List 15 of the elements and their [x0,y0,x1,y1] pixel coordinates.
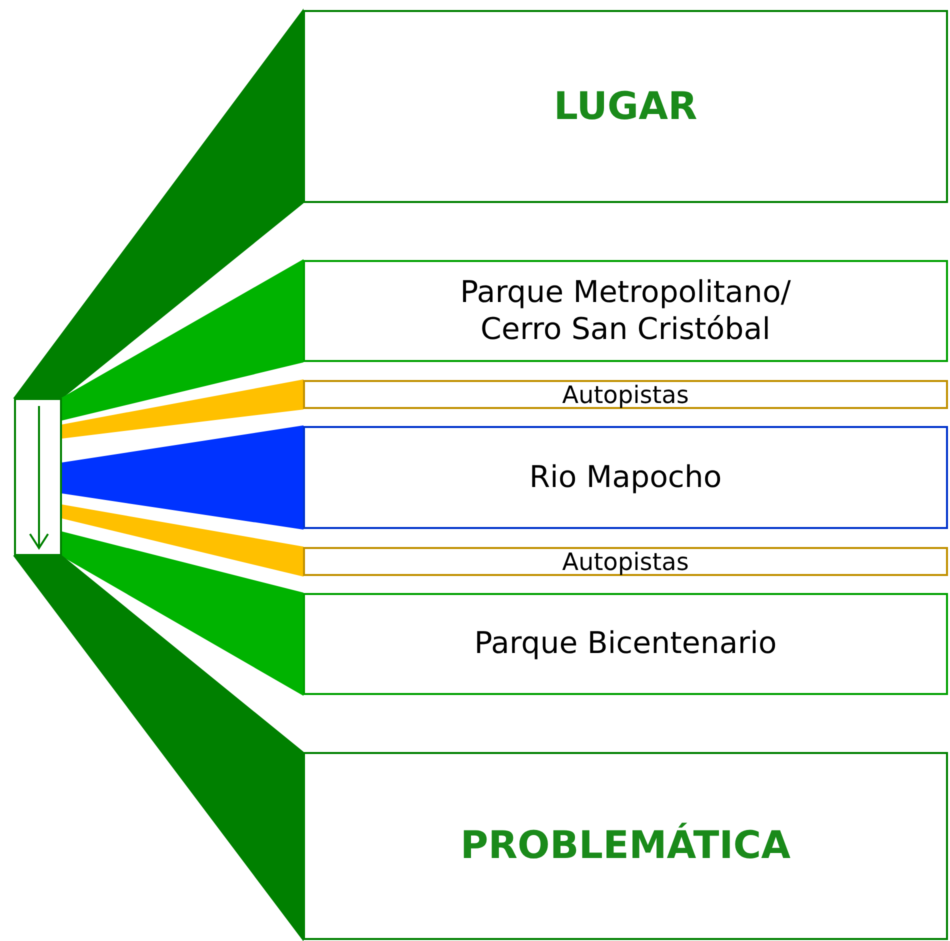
section-header-box: PROBLEMÁTICA [303,752,948,940]
zoom-fan [62,531,304,696]
river-box: Rio Mapocho [303,426,948,529]
section-header-box: LUGAR [303,10,948,203]
zoom-fan [62,379,304,439]
zoom-fan [62,425,304,530]
zoom-fan [13,8,304,398]
road-box: Autopistas [303,380,948,409]
road-box: Autopistas [303,547,948,576]
place-box: Parque Metropolitano/ Cerro San Cristóbal [303,260,948,362]
place-box: Parque Bicentenario [303,593,948,695]
zoom-fan [13,556,304,941]
zoom-fan [62,259,304,421]
zoom-source-box [14,398,62,556]
zoom-fan [62,504,304,577]
